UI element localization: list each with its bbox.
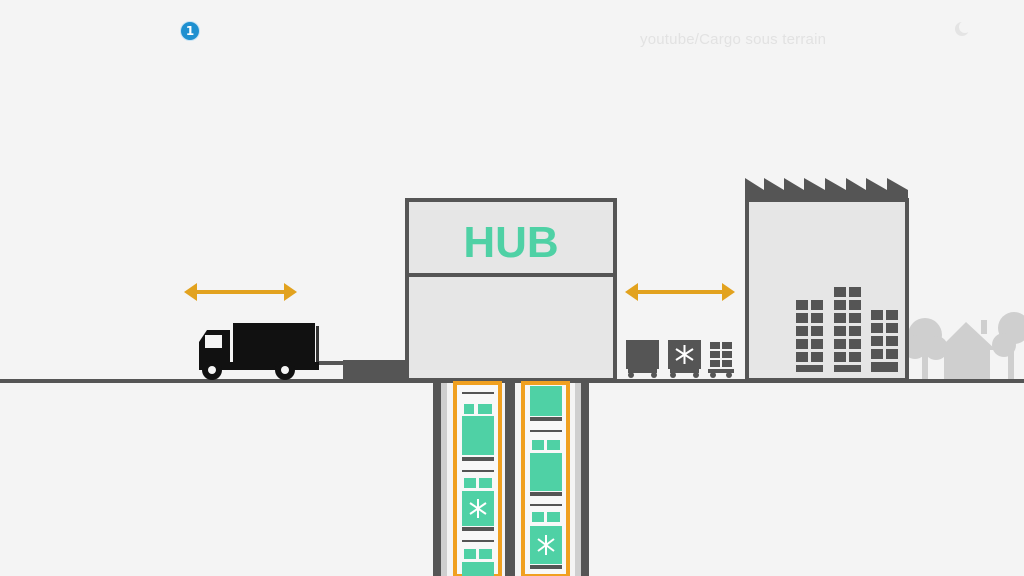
cargo-shaft bbox=[433, 381, 589, 576]
house-icon bbox=[938, 320, 996, 381]
truck-icon bbox=[199, 323, 319, 380]
hub-label: HUB bbox=[463, 218, 558, 267]
moon-icon bbox=[955, 21, 971, 36]
double-arrow-icon bbox=[625, 283, 735, 301]
loading-dock bbox=[343, 360, 407, 381]
left-lift-cargo bbox=[462, 392, 494, 576]
channel-logo: 1 bbox=[180, 21, 200, 41]
source-credit: youtube/Cargo sous terrain bbox=[640, 31, 827, 48]
double-arrow-icon bbox=[184, 283, 297, 301]
loading-ramp bbox=[319, 361, 344, 365]
tree-icon bbox=[992, 312, 1024, 381]
snowflake-icon bbox=[668, 340, 701, 378]
container-icon bbox=[626, 340, 659, 378]
pallet-icon bbox=[708, 342, 734, 378]
snowflake-icon bbox=[537, 535, 555, 555]
snowflake-icon bbox=[469, 499, 487, 518]
hub-building bbox=[405, 198, 617, 382]
factory-icon bbox=[745, 178, 909, 382]
